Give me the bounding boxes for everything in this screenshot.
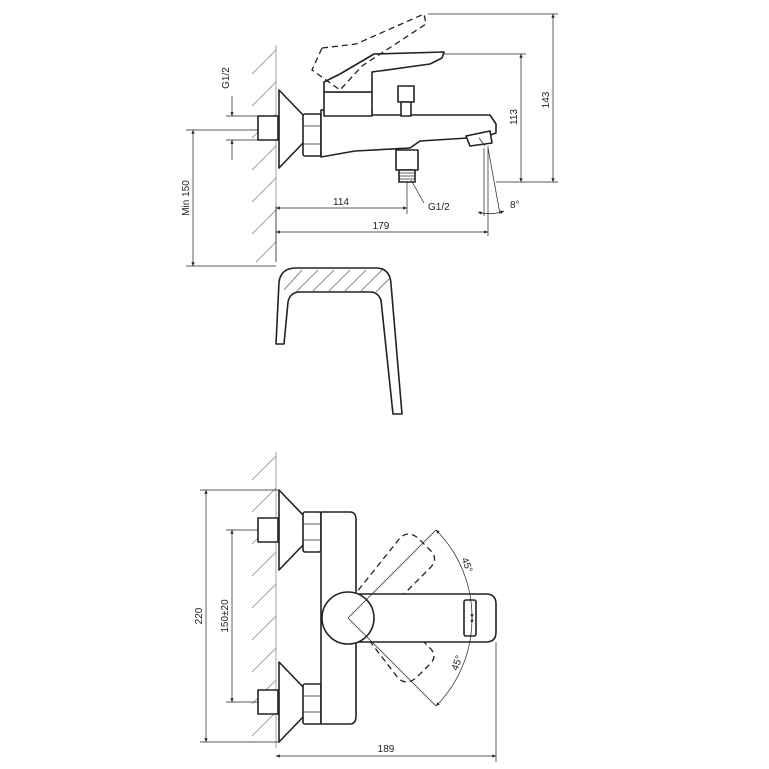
angle-up-label: 45° bbox=[459, 556, 475, 574]
spout-angle-label: 8° bbox=[510, 200, 520, 211]
lower-inlet-pipe bbox=[257, 689, 279, 715]
projection-label: 179 bbox=[373, 221, 390, 232]
front-view: 45° 45° 220 150±20 189 bbox=[194, 452, 497, 762]
outlet-thread-label: G1/2 bbox=[428, 202, 450, 213]
total-height-label: 143 bbox=[541, 91, 552, 108]
inlet-thread-label: G1/2 bbox=[221, 67, 232, 89]
angle-arc-up bbox=[435, 529, 474, 619]
lever-grip bbox=[463, 599, 477, 637]
angle-down-label: 45° bbox=[450, 654, 466, 672]
inlet-centers-label: 150±20 bbox=[220, 599, 231, 633]
diverter-knob bbox=[397, 85, 415, 103]
upper-hex-nut bbox=[302, 511, 322, 553]
section-outline bbox=[275, 267, 403, 415]
spout-height-label: 113 bbox=[509, 109, 520, 125]
spout-section bbox=[275, 267, 403, 415]
lower-hex-nut bbox=[302, 683, 322, 725]
front-height-label: 220 bbox=[194, 607, 205, 624]
front-width-label: 189 bbox=[378, 744, 395, 755]
section-hatch bbox=[283, 269, 390, 293]
bottom-outlet-nut bbox=[395, 149, 419, 171]
lever-handle bbox=[323, 51, 445, 93]
min-wall-distance-label: Min 150 bbox=[181, 180, 192, 216]
lever-column bbox=[323, 91, 373, 117]
wall-hatching-top bbox=[251, 45, 277, 263]
lever-rotated-up bbox=[350, 533, 436, 615]
angle-arc-down bbox=[435, 617, 474, 707]
upper-inlet-pipe bbox=[257, 517, 279, 543]
lower-escutcheon bbox=[278, 661, 305, 743]
hex-nut bbox=[302, 113, 322, 157]
lever-rotated-down bbox=[351, 601, 435, 683]
upper-escutcheon bbox=[278, 489, 305, 571]
inlet-pipe bbox=[257, 115, 279, 141]
side-view: G1/2 Min 150 143 113 114 G1/2 179 8° bbox=[181, 13, 558, 267]
escutcheon bbox=[278, 89, 305, 169]
outlet-offset-label: 114 bbox=[333, 197, 349, 208]
diverter-stem bbox=[400, 101, 412, 117]
